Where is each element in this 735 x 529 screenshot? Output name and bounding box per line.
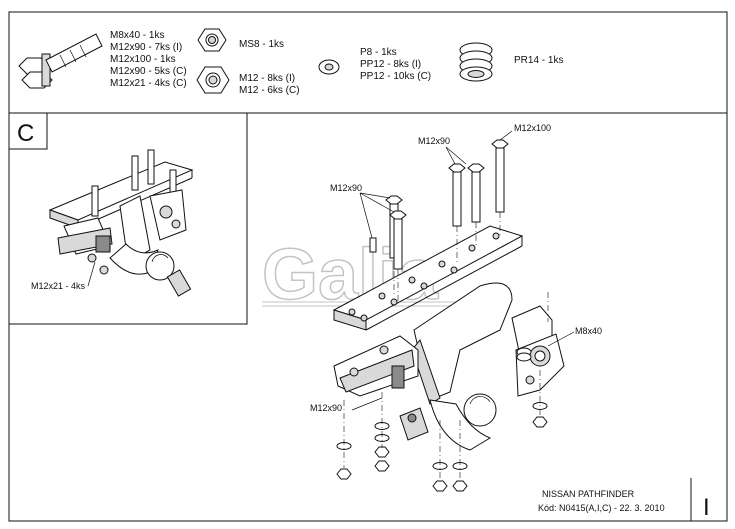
variant-c-tag-box [8,112,48,150]
vehicle-model: NISSAN PATHFINDER [542,489,635,499]
bolt-m12x90-d [389,210,407,270]
nut-ms8-icon [197,28,227,52]
title-block: NISSAN PATHFINDER Kód: N0415(A,I,C) - 22… [538,478,710,521]
nut-ms8-label: MS8 - 1ks [239,39,284,50]
nut-m12-label-1: M12 - 6ks (C) [239,85,300,96]
bolt-label-2: M12x100 - 1ks [110,54,176,65]
label-m12x100: M12x100 [514,123,551,133]
variant-i-tag: I [703,494,710,521]
bolt-label-1: M12x90 - 7ks (I) [110,42,182,53]
variant-c-panel: C M12x21 - 4ks [8,112,248,325]
nut-m12-label-0: M12 - 8ks (I) [239,73,295,84]
bolt-label-3: M12x90 - 5ks (C) [110,66,187,77]
bolt-icon [18,33,103,89]
spring-icon [459,42,493,82]
tow-ball [463,393,497,427]
washer-label-2: PP12 - 10ks (C) [360,71,431,82]
bolt-m12x90-b [448,163,466,227]
spring-label: PR14 - 1ks [514,55,563,66]
towbar-body [413,282,513,401]
bolt-label-4: M12x21 - 4ks (C) [110,78,187,89]
parts-list: M8x40 - 1ks M12x90 - 7ks (I) M12x100 - 1… [18,28,563,96]
label-m12x90-left: M12x90 [330,183,362,193]
variant-c-tag: C [17,120,34,147]
washer-label-0: P8 - 1ks [360,47,397,58]
bolt-m12x90-a [467,163,485,223]
label-m12x90-top: M12x90 [418,136,450,146]
nut-m12-icon [196,66,230,94]
bolt-label-0: M8x40 - 1ks [110,30,164,41]
washer-label-1: PP12 - 8ks (I) [360,59,421,70]
drawing-code: Kód: N0415(A,I,C) - 22. 3. 2010 [538,503,665,513]
label-m8x40: M8x40 [575,326,602,336]
nut-stack [336,402,548,492]
leader-lines [351,130,575,411]
bolt-m12x100 [491,139,509,213]
towbar-assembly-i [332,130,575,492]
center-lines [343,212,549,480]
washer-icon [318,59,340,75]
label-m12x90-bottom: M12x90 [310,403,342,413]
spring-washer [516,347,532,362]
variant-c-bolt-label: M12x21 - 4ks [31,281,86,291]
towbar-assembly-c [48,149,194,297]
